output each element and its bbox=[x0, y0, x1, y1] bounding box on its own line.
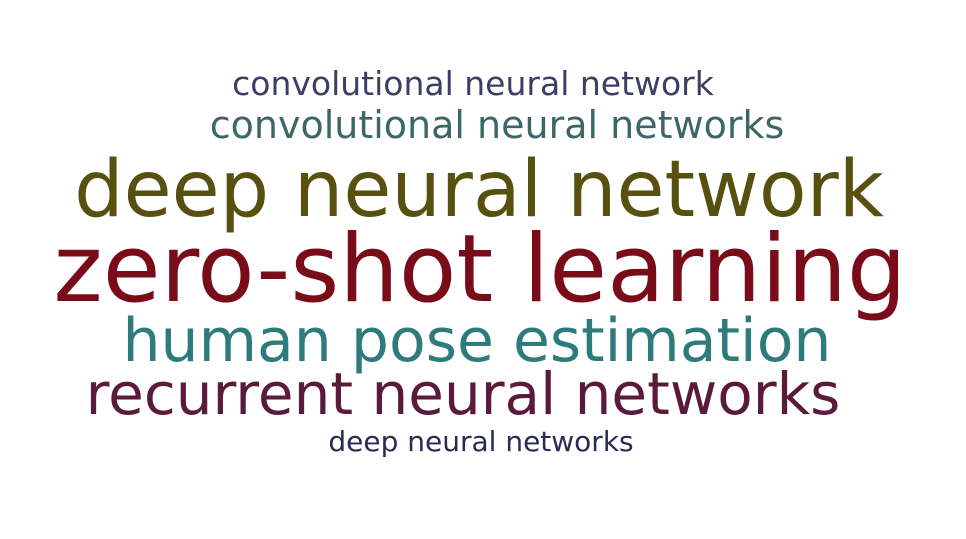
word-deep-neural-networks: deep neural networks bbox=[328, 425, 634, 458]
word-recurrent-neural-networks: recurrent neural networks bbox=[85, 360, 841, 428]
word-convolutional-neural-networks: convolutional neural networks bbox=[209, 103, 785, 147]
word-zero-shot-learning: zero-shot learning bbox=[53, 215, 907, 324]
word-deep-neural-network: deep neural network bbox=[74, 145, 884, 235]
word-convolutional-neural-network: convolutional neural network bbox=[232, 64, 714, 103]
word-human-pose-estimation: human pose estimation bbox=[122, 306, 832, 376]
